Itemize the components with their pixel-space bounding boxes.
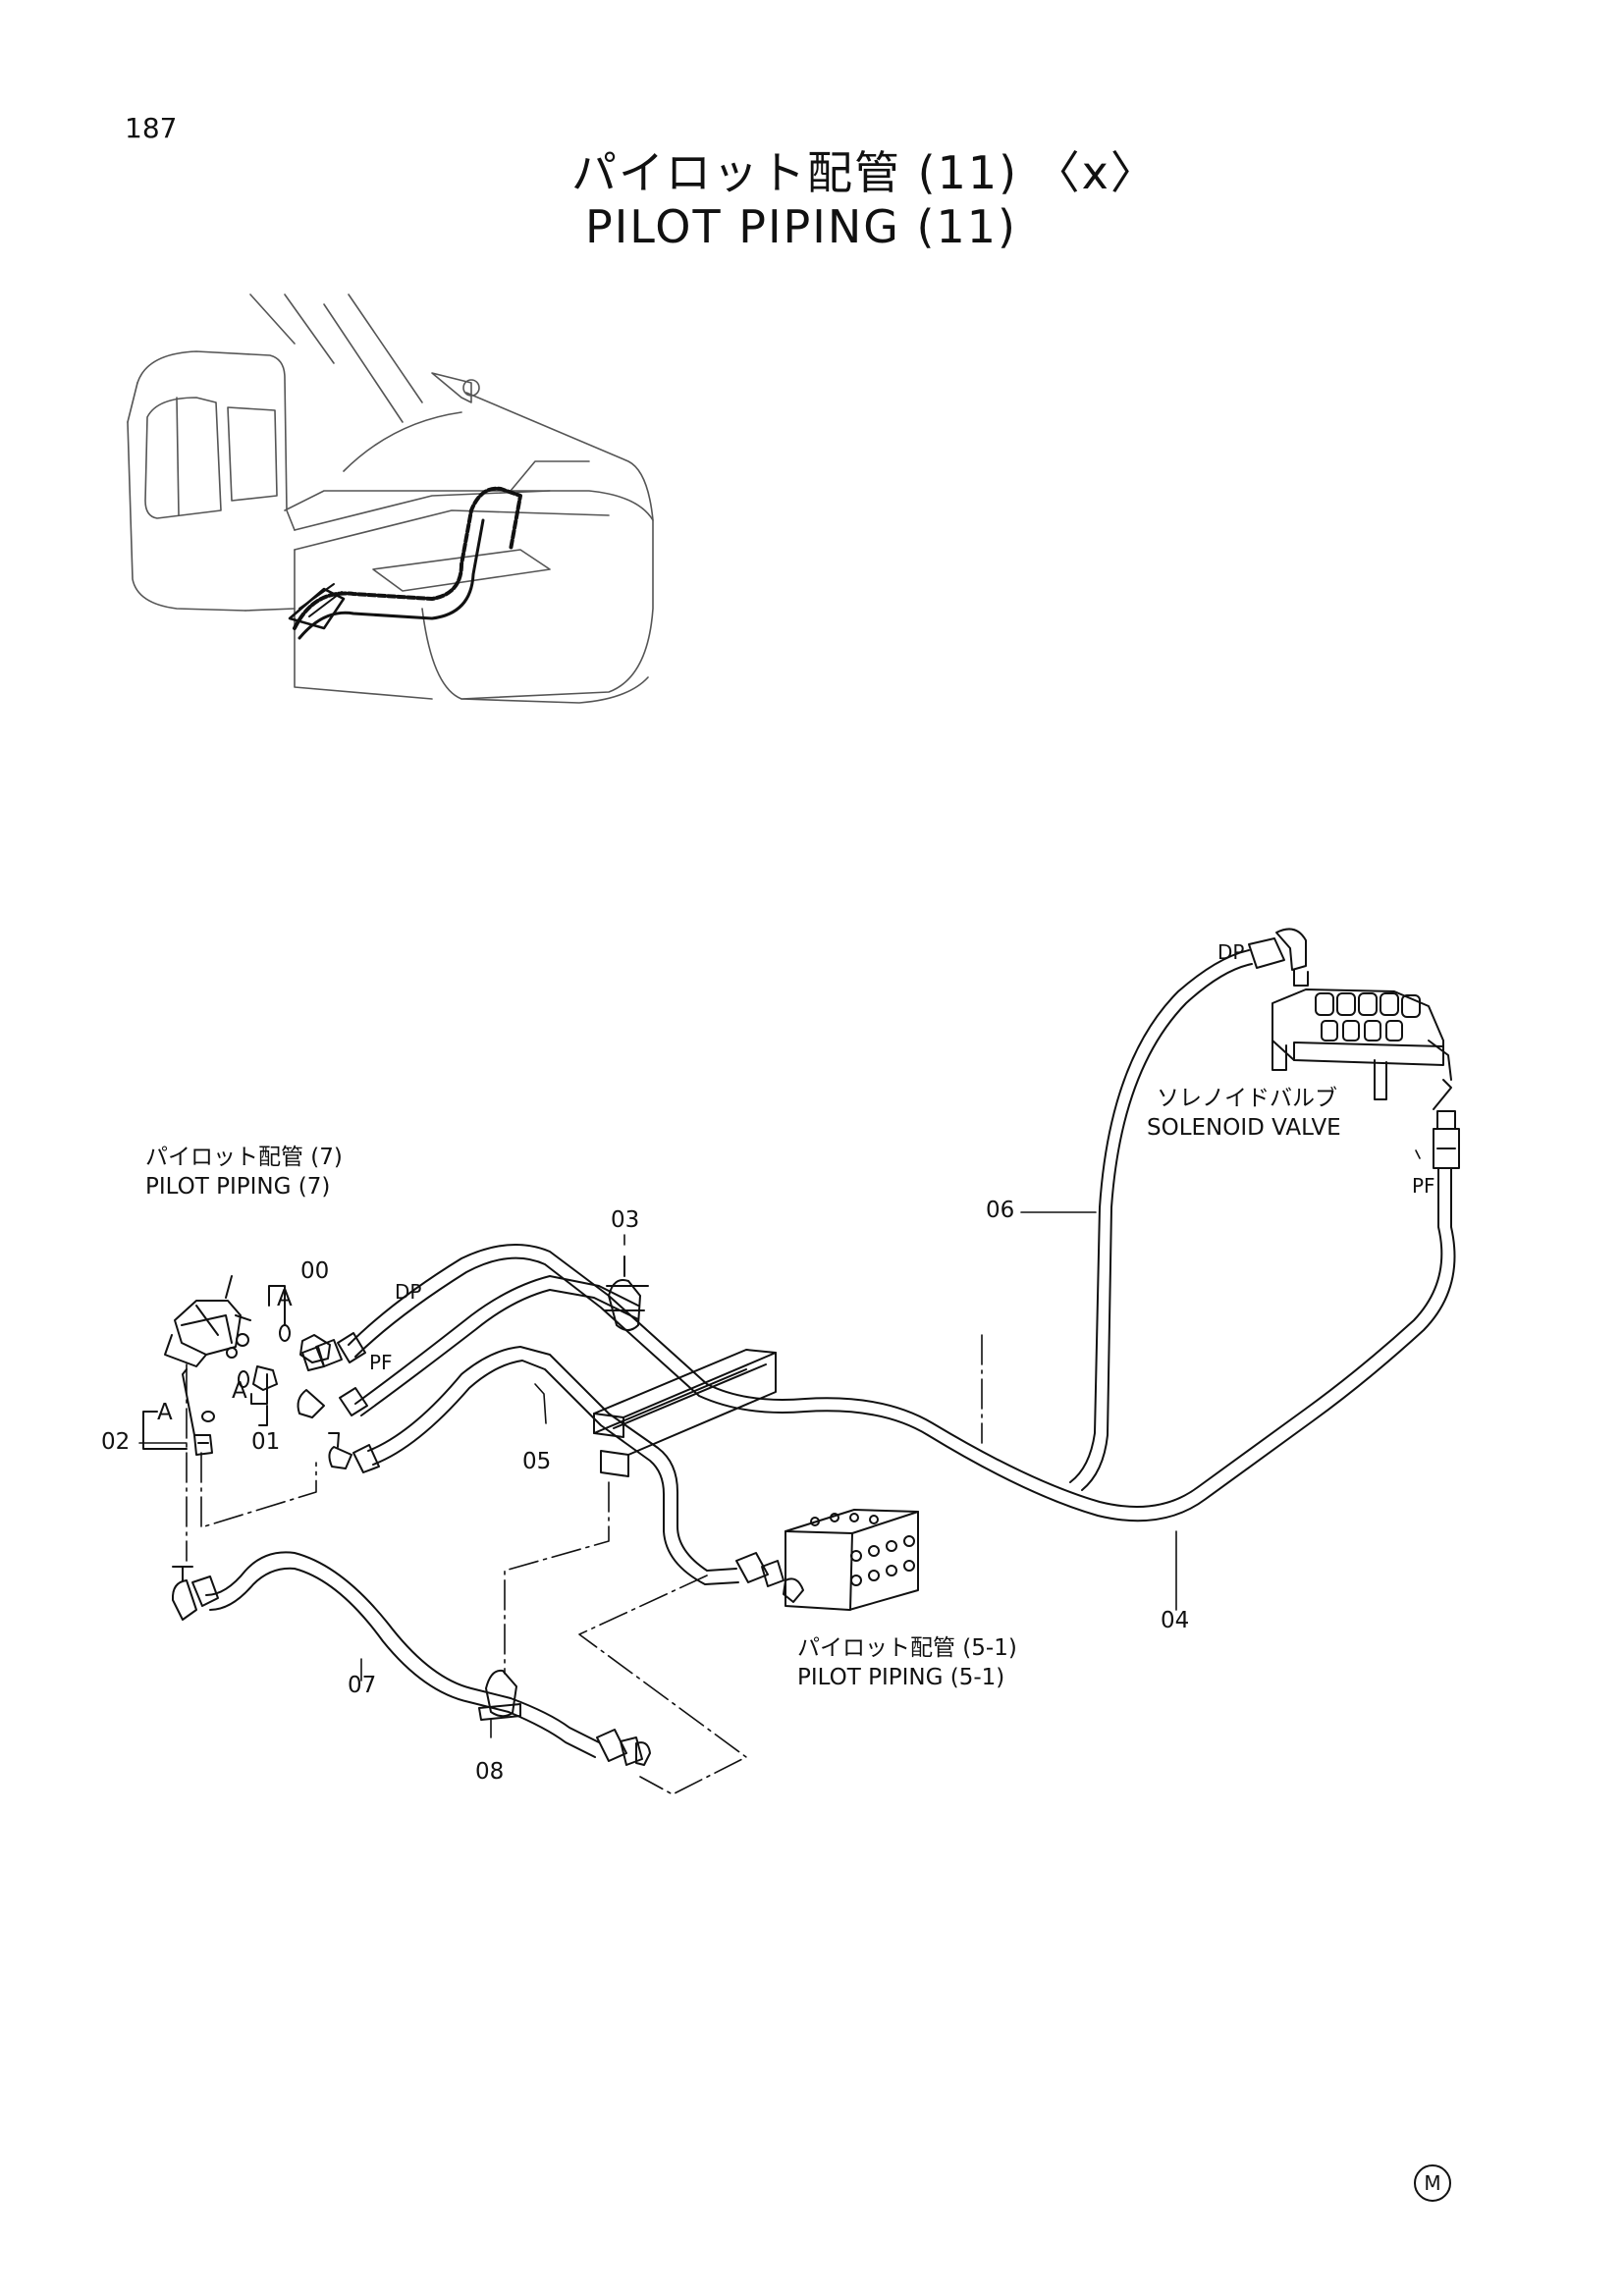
part-number-08: 08 [475, 1759, 505, 1785]
part-number-04: 04 [1161, 1608, 1190, 1633]
solenoid-valve-label-en: SOLENOID VALVE [1147, 1115, 1341, 1141]
pipe-05-lower [328, 1346, 739, 1585]
clamp-03 [604, 1255, 649, 1331]
leader-lines [138, 1149, 1421, 1738]
port-label-dp-solenoid: DP [1217, 940, 1245, 964]
port-label-dp-pilot: DP [395, 1280, 422, 1304]
page-title-japanese: パイロット配管 (11) 〈x〉 [571, 146, 1158, 199]
part-number-07: 07 [348, 1673, 377, 1698]
solenoid-valve [1271, 988, 1452, 1100]
pipe-07 [171, 1551, 651, 1766]
part-number-02: 02 [101, 1429, 131, 1455]
part-number-06: 06 [986, 1198, 1015, 1223]
page-number: 187 [125, 112, 178, 144]
pilot-manifold-block [735, 1509, 919, 1611]
solenoid-valve-label-jp: ソレノイドバルブ [1157, 1086, 1337, 1111]
pipe-06 [1069, 928, 1309, 1491]
ref-pilot-piping-5-1-en: PILOT PIPING (5-1) [797, 1665, 1005, 1690]
pipe-05 [297, 1275, 639, 1418]
part-number-00: 00 [300, 1258, 330, 1284]
detail-marker-a-middle: A [232, 1378, 247, 1404]
solenoid-coils [1315, 992, 1421, 1041]
reference-lines [186, 1334, 983, 1795]
pf-fitting-solenoid [1433, 1079, 1460, 1169]
ref-pilot-piping-7-jp: パイロット配管 (7) [145, 1145, 343, 1170]
detail-marker-a-upper: A [277, 1286, 293, 1311]
pipe-assembly-drawing [138, 928, 1460, 1795]
page-title-english: PILOT PIPING (11) [585, 200, 1017, 253]
clamp-08 [478, 1669, 521, 1721]
part-number-05: 05 [522, 1449, 552, 1474]
port-label-pf-pilot: PF [369, 1351, 393, 1374]
part-number-01: 01 [251, 1429, 281, 1455]
excavator-overview-illustration [127, 294, 654, 704]
fittings-detail-a [142, 1285, 331, 1456]
pilot-valve-block [164, 1275, 251, 1367]
ref-pilot-piping-7-en: PILOT PIPING (7) [145, 1174, 331, 1200]
part-number-03: 03 [611, 1207, 640, 1233]
footer-circled-mark: M [1414, 2164, 1451, 2202]
ref-pilot-piping-5-1-jp: パイロット配管 (5-1) [797, 1635, 1017, 1661]
pipe-04 [301, 1167, 1456, 1522]
mounting-rail [593, 1349, 777, 1477]
detail-marker-a-lower: A [157, 1400, 173, 1425]
port-label-pf-solenoid: PF [1412, 1174, 1435, 1198]
